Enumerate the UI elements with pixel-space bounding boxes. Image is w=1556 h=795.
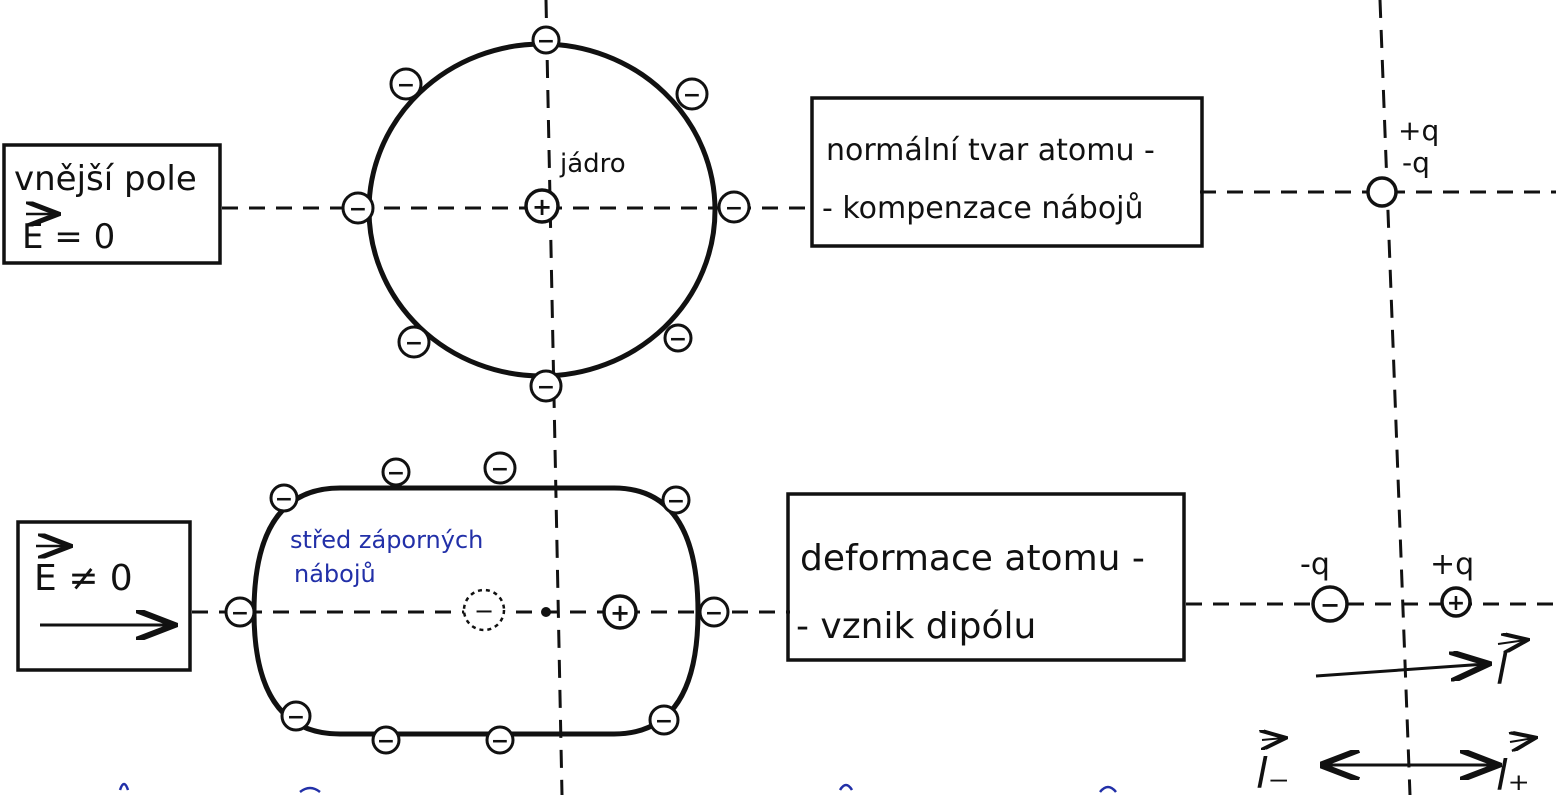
svg-text:−: − bbox=[655, 709, 673, 734]
svg-text:+: + bbox=[1447, 591, 1465, 616]
svg-text:−: − bbox=[397, 73, 415, 98]
bottom-left-box: E ≠ 0 bbox=[16, 520, 192, 672]
svg-text:−: − bbox=[725, 196, 743, 221]
bottom-right-box-line1: deformace atomu - bbox=[800, 538, 1145, 579]
electron-bottom-10: − bbox=[485, 725, 515, 755]
electron-bottom-2: − bbox=[483, 451, 517, 485]
electron-bottom-3: − bbox=[269, 483, 299, 513]
svg-text:−: − bbox=[1320, 591, 1340, 619]
svg-text:−: − bbox=[387, 461, 405, 486]
nucleus-bottom: + bbox=[602, 594, 638, 630]
electron-bottom-5: − bbox=[224, 596, 256, 628]
svg-text:−: − bbox=[231, 601, 249, 626]
center-note-line1: střed záporných bbox=[290, 526, 483, 554]
electron-bottom-6: − bbox=[698, 596, 730, 628]
svg-text:−: − bbox=[537, 375, 555, 400]
electron-top-5: − bbox=[717, 190, 751, 224]
top-left-box: vnější pole E = 0 bbox=[2, 143, 222, 265]
vector-arrow-over-l-minus bbox=[1262, 738, 1284, 740]
dipole-negative-charge: − bbox=[1311, 585, 1349, 623]
electron-bottom-7: − bbox=[280, 700, 312, 732]
electron-top-8: − bbox=[529, 369, 563, 403]
electron-bottom-8: − bbox=[648, 704, 680, 736]
svg-text:−: − bbox=[275, 487, 293, 512]
dipole-charge-minus-label: -q bbox=[1300, 547, 1330, 582]
compensated-charge bbox=[1366, 176, 1398, 208]
svg-text:+: + bbox=[610, 599, 630, 627]
atom-shell-deformed bbox=[251, 485, 701, 737]
nucleus-top: + bbox=[524, 188, 560, 224]
electron-bottom-4: − bbox=[661, 485, 691, 515]
top-right-box: normální tvar atomu - - kompenzace náboj… bbox=[810, 96, 1204, 248]
charge-minus-top: -q bbox=[1402, 146, 1430, 179]
electron-top-4: − bbox=[341, 191, 375, 225]
electron-bottom-1: − bbox=[381, 457, 411, 487]
svg-text:−: − bbox=[287, 705, 305, 730]
svg-text:−: − bbox=[667, 489, 685, 514]
electron-bottom-9: − bbox=[371, 725, 401, 755]
top-left-box-line2: E = 0 bbox=[22, 217, 115, 257]
svg-text:−: − bbox=[491, 729, 509, 754]
electron-top-2: − bbox=[389, 67, 423, 101]
svg-text:−: − bbox=[491, 457, 509, 482]
top-left-box-line1: vnější pole bbox=[14, 159, 197, 199]
svg-text:−: − bbox=[683, 83, 701, 108]
vector-arrow-over-l-plus bbox=[1510, 738, 1534, 742]
dipole-vector-label: l bbox=[1496, 645, 1508, 694]
negative-charge-center: − bbox=[462, 588, 506, 632]
svg-text:−: − bbox=[349, 197, 367, 222]
nucleus-label: jádro bbox=[559, 149, 626, 179]
top-right-box-line1: normální tvar atomu - bbox=[826, 133, 1155, 168]
electron-top-3: − bbox=[675, 77, 709, 111]
top-right-box-line2: - kompenzace nábojů bbox=[822, 191, 1144, 226]
dipole-charge-plus-label: +q bbox=[1430, 547, 1474, 582]
svg-text:−: − bbox=[405, 331, 423, 356]
vector-l-minus-label: l₋ bbox=[1256, 749, 1290, 795]
center-note-line2: nábojů bbox=[294, 560, 376, 588]
electron-top-7: − bbox=[663, 323, 693, 353]
bottom-right-box: deformace atomu - - vznik dipólu bbox=[786, 492, 1186, 662]
svg-text:−: − bbox=[705, 601, 723, 626]
vector-l-plus-label: l₊ bbox=[1496, 751, 1530, 795]
dipole-positive-charge: + bbox=[1440, 586, 1472, 618]
svg-text:−: − bbox=[669, 327, 687, 352]
right-vertical-axis bbox=[1378, 0, 1412, 795]
dipole-vector-arrow bbox=[1315, 664, 1486, 676]
vector-arrow-over-l bbox=[1497, 640, 1526, 644]
bottom-left-box-line1: E ≠ 0 bbox=[34, 558, 133, 599]
geometric-center-dot bbox=[541, 607, 551, 617]
electron-top-6: − bbox=[397, 325, 431, 359]
cutoff-handwriting bbox=[118, 782, 1117, 794]
bottom-right-box-line2: - vznik dipólu bbox=[796, 606, 1036, 647]
svg-text:−: − bbox=[377, 729, 395, 754]
svg-text:+: + bbox=[532, 193, 552, 221]
svg-text:−: − bbox=[537, 29, 555, 54]
svg-text:−: − bbox=[474, 597, 494, 625]
charge-plus-top: +q bbox=[1398, 114, 1439, 147]
electron-top-1: − bbox=[531, 25, 561, 55]
